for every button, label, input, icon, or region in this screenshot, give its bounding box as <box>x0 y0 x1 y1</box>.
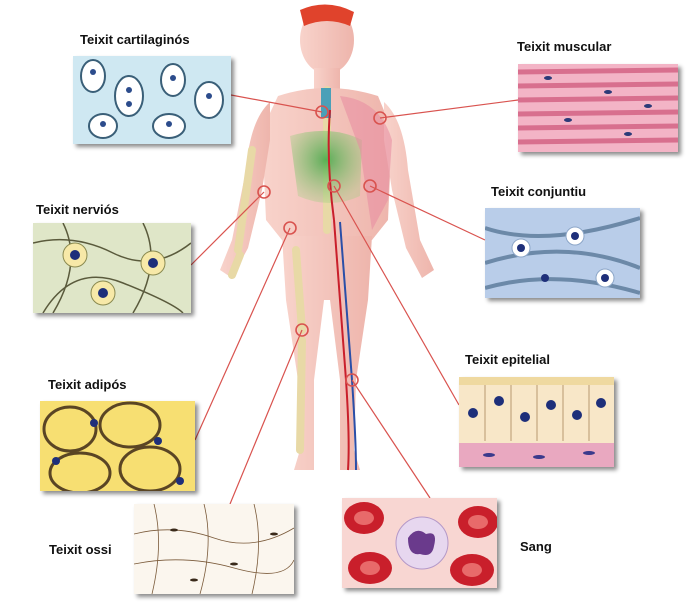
label-nerve: Teixit nerviós <box>36 202 119 217</box>
marker-blood <box>345 373 359 387</box>
leader-line-adipose <box>194 227 291 441</box>
label-muscle: Teixit muscular <box>517 39 612 54</box>
panel-muscle <box>518 64 678 152</box>
adipose-illustration <box>42 401 184 491</box>
label-epithelial: Teixit epitelial <box>465 352 551 367</box>
label-bone: Teixit ossi <box>49 542 112 557</box>
marker-connective <box>363 179 377 193</box>
bone-illustration <box>134 504 294 594</box>
leader-line-muscle <box>379 99 519 119</box>
marker-nerve <box>257 185 271 199</box>
blood-illustration <box>344 502 497 586</box>
marker-muscle <box>373 111 387 125</box>
leader-line-epithelial <box>333 185 460 406</box>
cartilage-illustration <box>80 59 224 139</box>
panel-connective <box>485 208 640 298</box>
label-connective: Teixit conjuntiu <box>491 184 587 199</box>
marker-cartilage <box>315 105 329 119</box>
body-silhouette <box>220 4 434 470</box>
panel-blood <box>342 498 497 588</box>
nerve-illustration <box>33 223 191 313</box>
label-adipose: Teixit adipós <box>48 377 127 392</box>
panel-cartilage <box>73 56 231 144</box>
label-blood: Sang <box>520 539 552 554</box>
leader-line-cartilage <box>230 94 323 113</box>
leader-line-connective <box>369 185 486 241</box>
leader-line-blood <box>351 379 431 499</box>
trachea <box>321 88 331 118</box>
epithelial-illustration <box>459 377 614 467</box>
label-cartilage: Teixit cartilaginós <box>80 32 190 47</box>
leader-line-bone <box>229 329 303 505</box>
marker-adipose <box>283 221 297 235</box>
leader-lines <box>190 94 519 505</box>
muscle-illustration <box>518 67 678 145</box>
organs <box>290 130 362 203</box>
muscle-overlay <box>340 96 392 230</box>
marker-bone <box>295 323 309 337</box>
leader-line-nerve <box>190 191 265 266</box>
panel-bone <box>134 504 294 594</box>
marker-epithelial <box>327 179 341 193</box>
panel-adipose <box>40 401 195 491</box>
panel-epithelial <box>459 377 614 467</box>
connective-illustration <box>485 216 640 295</box>
panel-nerve <box>33 223 191 313</box>
